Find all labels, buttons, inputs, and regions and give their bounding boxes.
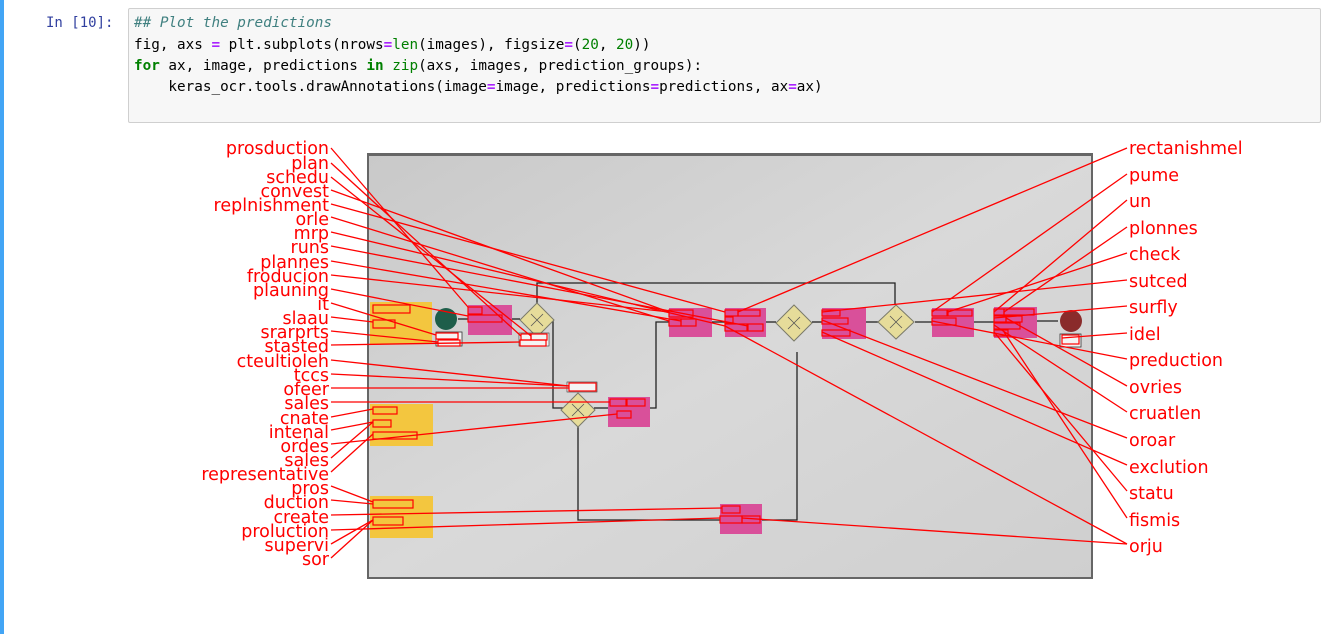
cell-prompt: In [10]: [46, 15, 114, 31]
code-line-2: fig, axs = plt.subplots(nrows=len(images… [134, 37, 651, 53]
whiteboard-image [367, 153, 1093, 579]
code-line-1: ## Plot the predictions [134, 15, 332, 31]
annotation-label: orle [295, 210, 329, 230]
annotation-label: surfly [1129, 298, 1178, 318]
annotation-label: representative [201, 465, 329, 485]
annotation-labels-right: rectanishmel pume un plonnes check sutce… [1129, 139, 1243, 557]
annotation-label: exclution [1129, 458, 1209, 478]
annotation-label: idel [1129, 325, 1161, 345]
annotation-label: froducion [247, 267, 329, 287]
annotation-label: plonnes [1129, 219, 1198, 239]
sticky-note-yellow [370, 404, 433, 446]
comment-text: ## Plot the predictions [134, 15, 332, 31]
annotation-label: cteultioleh [237, 352, 329, 372]
annotation-label: sor [302, 550, 330, 570]
annotation-label: pros [291, 479, 329, 499]
annotation-label: cruatlen [1129, 404, 1201, 424]
annotation-label: ovries [1129, 378, 1182, 398]
start-event-circle [435, 308, 457, 330]
annotation-label: rectanishmel [1129, 139, 1243, 159]
annotation-label: preduction [1129, 351, 1223, 371]
annotation-label: convest [260, 182, 329, 202]
annotation-label: ordes [280, 437, 329, 457]
annotation-label: mrp [294, 224, 329, 244]
annotation-label: fismis [1129, 511, 1180, 531]
cell-selection-bar [0, 0, 4, 634]
annotation-label: slaau [282, 309, 329, 329]
annotation-label: supervi [265, 536, 330, 556]
sticky-note-pink [468, 305, 512, 335]
annotation-label: sales [284, 451, 329, 471]
annotation-label: cnate [280, 409, 329, 429]
annotation-label: plannes [260, 253, 329, 273]
code-line-3: for ax, image, predictions in zip(axs, i… [134, 58, 703, 74]
annotation-label: statu [1129, 484, 1174, 504]
annotation-label: replnishment [214, 196, 330, 216]
code-line-4: keras_ocr.tools.drawAnnotations(image=im… [134, 79, 823, 95]
sticky-note-yellow [370, 302, 432, 344]
annotation-label: pume [1129, 166, 1179, 186]
annotation-label: stasted [264, 337, 329, 357]
annotation-label: sales [284, 394, 329, 414]
annotation-label: sutced [1129, 272, 1188, 292]
annotation-label: oroar [1129, 431, 1176, 451]
annotation-label: un [1129, 192, 1151, 212]
sticky-note-pink [608, 397, 650, 427]
end-event-circle [1060, 310, 1082, 332]
annotation-label: ofeer [283, 380, 329, 400]
annotation-label: tccs [294, 366, 329, 386]
annotation-label: intenal [269, 423, 329, 443]
annotation-label: plan [291, 154, 329, 174]
output-plot: prosduction plan schedu convest replnish… [201, 139, 1243, 579]
annotation-label: check [1129, 245, 1181, 265]
annotation-label: schedu [266, 168, 329, 188]
annotation-label: create [273, 508, 329, 528]
annotation-label: it [317, 295, 329, 315]
annotation-label: prosduction [226, 139, 329, 159]
annotation-leader-lines [330, 147, 1128, 559]
annotation-label: runs [291, 238, 330, 258]
code-cell[interactable]: ## Plot the predictions fig, axs = plt.s… [128, 8, 1321, 123]
annotation-labels-left: prosduction plan schedu convest replnish… [201, 139, 329, 570]
annotation-label: duction [264, 493, 329, 513]
detection-boxes [372, 304, 1080, 526]
annotation-label: srarprts [260, 323, 329, 343]
annotation-label: orju [1129, 537, 1163, 557]
annotation-label: plauning [253, 281, 329, 301]
annotation-label: proluction [241, 522, 329, 542]
